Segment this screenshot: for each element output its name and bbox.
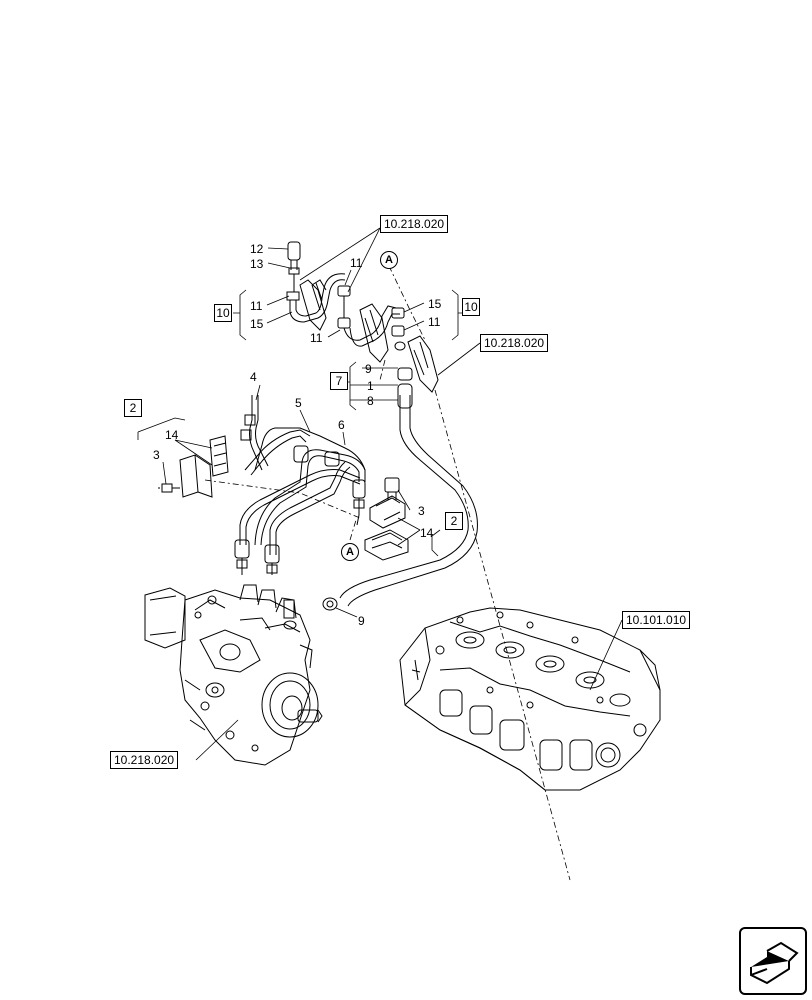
callout-4: 4 — [250, 370, 257, 384]
group-box-2-left: 2 — [124, 399, 142, 417]
pipe-4-drawing — [240, 395, 269, 471]
injection-lines-drawing — [234, 427, 366, 575]
marker-a-top: A — [380, 251, 398, 269]
leader-lines — [137, 227, 623, 881]
group-box-7: 7 — [330, 372, 348, 390]
leak-off-pipes-top-drawing — [286, 241, 439, 393]
callout-6: 6 — [338, 418, 345, 432]
callout-14: 14 — [420, 526, 434, 540]
clamp-right-drawing — [364, 477, 409, 561]
group-box-10-right: 10 — [462, 298, 480, 316]
callout-1: 1 — [367, 379, 374, 393]
callout-12: 12 — [250, 242, 264, 256]
leak-off-tube-drawing — [322, 367, 478, 611]
group-box-2-right: 2 — [445, 512, 463, 530]
callout-11: 11 — [350, 256, 363, 270]
group-box-10-left: 10 — [214, 304, 232, 322]
callout-11: 11 — [250, 299, 263, 313]
callout-13: 13 — [250, 257, 264, 271]
callout-14: 14 — [165, 428, 179, 442]
callout-8: 8 — [367, 394, 374, 408]
callout-5: 5 — [295, 396, 302, 410]
callout-15: 15 — [428, 297, 442, 311]
callout-3: 3 — [418, 504, 425, 518]
callout-11: 11 — [310, 331, 323, 345]
ref-box-pump[interactable]: 10.218.020 — [110, 751, 179, 769]
callout-9: 9 — [358, 614, 365, 628]
injection-pump-drawing — [144, 584, 323, 766]
ref-box-cylinder-head[interactable]: 10.101.010 — [622, 611, 691, 629]
ref-box-top[interactable]: 10.218.020 — [380, 215, 449, 233]
callout-11: 11 — [428, 315, 441, 329]
callout-15: 15 — [250, 317, 264, 331]
next-page-arrow-icon[interactable] — [739, 927, 807, 995]
cylinder-head-drawing — [399, 607, 661, 791]
ref-box-right[interactable]: 10.218.020 — [480, 334, 549, 352]
marker-a-bottom: A — [341, 543, 359, 561]
callout-3: 3 — [153, 448, 160, 462]
clamp-left-drawing — [158, 435, 229, 498]
callout-9: 9 — [365, 362, 372, 376]
